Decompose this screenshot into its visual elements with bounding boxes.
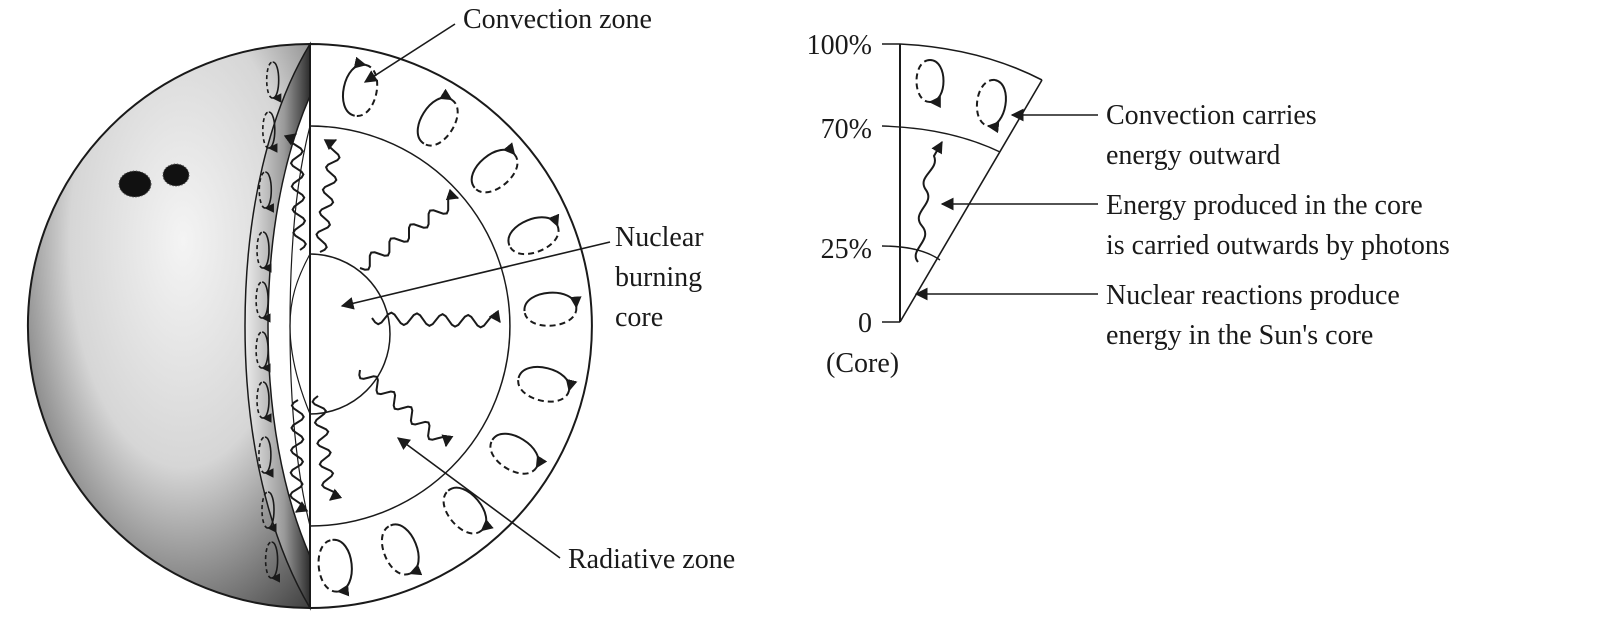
face-convection-cell (255, 331, 271, 373)
photon-path (311, 395, 343, 501)
core-boundary (309, 253, 391, 415)
convection-cell (416, 88, 459, 147)
radial-scale-wedge (881, 43, 1043, 323)
photon-path (315, 139, 341, 253)
annotation-core-line-2: energy in the Sun's core (1106, 320, 1373, 351)
pointer-nuclear-core (340, 241, 611, 310)
scale-label-25: 25% (821, 234, 872, 265)
face-convection-cell (265, 61, 282, 103)
convection-zone-shell (309, 42, 593, 610)
wedge-photon-path (914, 140, 943, 263)
scale-core-caption: (Core) (826, 348, 899, 379)
face-convection-cell (258, 436, 274, 478)
wedge-70-arc (881, 125, 1001, 153)
convection-cell (442, 486, 494, 535)
convection-cell (507, 213, 560, 256)
annotation-photons-line-1: Energy produced in the core (1106, 190, 1423, 221)
wedge-outer-arc (899, 43, 1043, 81)
convection-cell (317, 538, 353, 597)
annotation-convection-line-2: energy outward (1106, 140, 1280, 171)
annotation-core: Nuclear reactions produce energy in the … (1106, 280, 1407, 351)
convection-cell (380, 523, 423, 576)
label-nuclear-core-line-2: burning (615, 262, 702, 293)
annotation-photons: Energy produced in the core is carried o… (1106, 190, 1450, 261)
scale-label-0: 0 (858, 308, 872, 339)
convection-cell (517, 366, 578, 403)
face-convection-cell (264, 541, 281, 583)
annotation-photons-line-2: is carried outwards by photons (1106, 230, 1450, 261)
scale-label-70: 70% (821, 114, 872, 145)
convection-cell (523, 291, 582, 327)
annotation-core-line-1: Nuclear reactions produce (1106, 280, 1400, 311)
wedge-convection-cells (915, 59, 1007, 134)
sunspots (118, 163, 190, 198)
pointer-radiative-zone (396, 437, 561, 559)
photon-path (371, 309, 501, 329)
sun-cutaway (27, 41, 593, 611)
face-convection-cell (258, 171, 274, 213)
label-nuclear-core-line-1: Nuclear (615, 222, 704, 253)
convection-cells (317, 56, 582, 597)
scale-label-100: 100% (807, 30, 872, 61)
photon-path (359, 188, 460, 271)
label-convection-zone: Convection zone (463, 4, 652, 35)
photon-path (283, 133, 307, 251)
radiative-zone-boundary (309, 125, 511, 527)
convection-cells-face (255, 61, 282, 583)
convection-cell (470, 142, 519, 194)
photon-path (289, 399, 309, 513)
photon-path (358, 369, 454, 448)
label-nuclear-core: Nuclear burning core (615, 222, 711, 333)
face-convection-cell (256, 231, 272, 273)
wedge-right-edge (899, 79, 1043, 323)
label-nuclear-core-line-3: core (615, 302, 663, 333)
face-convection-cell (255, 281, 271, 323)
convection-cell (489, 432, 548, 475)
pointer-convection-zone (363, 23, 456, 83)
label-radiative-zone: Radiative zone (568, 544, 735, 575)
convection-cell (342, 56, 379, 117)
face-convection-cell (261, 491, 277, 533)
wedge-25-arc (881, 245, 941, 261)
face-convection-cell (262, 111, 278, 153)
photon-paths (283, 133, 501, 513)
annotation-convection-line-1: Convection carries (1106, 100, 1317, 131)
face-convection-cell (256, 381, 272, 423)
sun-sphere-surface (27, 42, 311, 610)
core-boundary-face (289, 253, 311, 415)
annotation-convection: Convection carries energy outward (1106, 100, 1324, 171)
